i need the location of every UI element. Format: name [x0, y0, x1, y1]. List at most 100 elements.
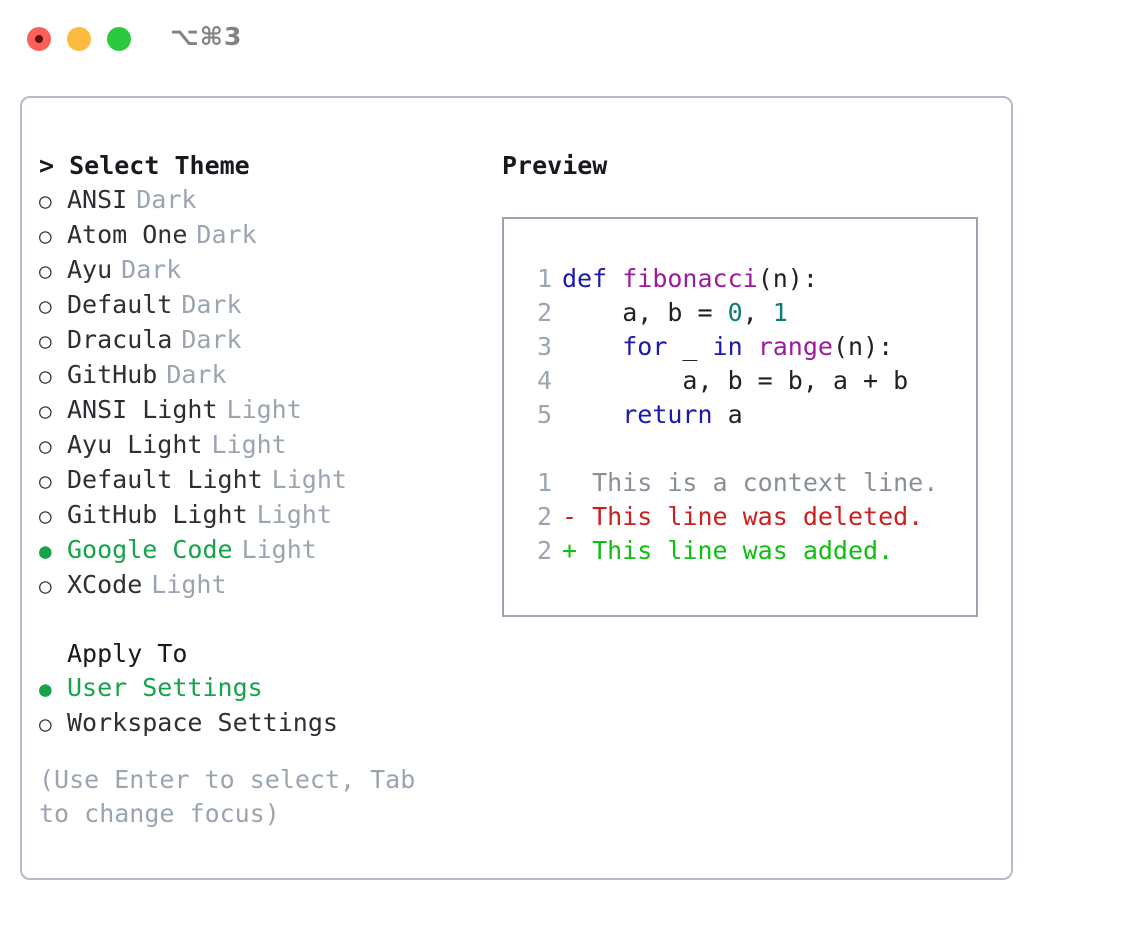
diff-line-text: This line was deleted. — [592, 502, 924, 531]
line-number: 5 — [536, 400, 552, 429]
apply-to-option-workspace-settings[interactable]: ○ Workspace Settings — [39, 706, 479, 741]
preview-title: Preview — [502, 151, 608, 180]
theme-option-label: Default — [67, 290, 173, 319]
theme-option-badge: Light — [211, 430, 287, 459]
theme-option-default-light[interactable]: ○ Default Light Light — [39, 463, 479, 498]
code-line: 2 a, b = 0, 1 — [520, 296, 976, 330]
radio-unselected-icon: ○ — [39, 712, 52, 736]
section-spacer — [39, 603, 479, 637]
theme-option-ansi-light[interactable]: ○ ANSI Light Light — [39, 393, 479, 428]
theme-option-badge: Light — [271, 465, 347, 494]
theme-option-badge: Light — [256, 500, 332, 529]
code-line-content: def fibonacci(n): — [562, 262, 818, 296]
code-line-content: a, b = 0, 1 — [562, 296, 788, 330]
radio-unselected-icon: ○ — [39, 294, 52, 318]
code-token-kw: in — [712, 332, 743, 361]
keyboard-shortcut-label: ⌥⌘3 — [170, 22, 243, 51]
code-token-num: 0 — [727, 298, 743, 327]
theme-option-badge: Light — [241, 535, 317, 564]
code-token-pln: _ — [667, 332, 713, 361]
theme-option-badge: Dark — [181, 290, 242, 319]
apply-to-option-label: Workspace Settings — [67, 708, 338, 737]
diff-line-ctx: 1 This is a context line. — [520, 466, 976, 500]
code-line: 3 for _ in range(n): — [520, 330, 976, 364]
theme-option-badge: Light — [226, 395, 302, 424]
maximize-window-button[interactable] — [107, 27, 131, 51]
code-token-num: 1 — [772, 298, 788, 327]
code-token-pln: a, b = b, a + b — [562, 366, 909, 395]
line-number: 2 — [536, 502, 552, 531]
close-window-button[interactable] — [27, 27, 51, 51]
theme-option-badge: Dark — [136, 185, 197, 214]
diff-marker: + — [562, 536, 593, 565]
radio-unselected-icon: ○ — [39, 574, 52, 598]
line-number: 3 — [536, 332, 552, 361]
radio-selected-icon: ● — [39, 539, 52, 563]
code-line: 4 a, b = b, a + b — [520, 364, 976, 398]
diff-line-text: This is a context line. — [592, 468, 939, 497]
code-line: 1 def fibonacci(n): — [520, 262, 976, 296]
apply-to-option-user-settings[interactable]: ● User Settings — [39, 671, 479, 706]
code-token-pln: (n): — [757, 264, 818, 293]
radio-unselected-icon: ○ — [39, 434, 52, 458]
code-token-pln — [743, 332, 758, 361]
line-number: 2 — [536, 536, 552, 565]
line-number: 2 — [536, 298, 552, 327]
code-token-kw: for — [622, 332, 668, 361]
code-token-pln: a, b = — [562, 298, 728, 327]
titlebar: ⌥⌘3 — [0, 0, 1140, 78]
code-token-pln: a — [712, 400, 743, 429]
line-number: 1 — [536, 264, 552, 293]
code-token-kw: def — [562, 264, 623, 293]
code-token-fn: range — [757, 332, 833, 361]
radio-unselected-icon: ○ — [39, 189, 52, 213]
code-token-pln: , — [742, 298, 773, 327]
diff-sample: 1 This is a context line.2- This line wa… — [520, 466, 976, 568]
code-line-content: return a — [562, 398, 743, 432]
radio-selected-icon: ● — [39, 677, 52, 701]
theme-option-label: Atom One — [67, 220, 188, 249]
theme-option-label: Default Light — [67, 465, 263, 494]
apply-to-header: Apply To — [67, 639, 188, 668]
code-line-content: a, b = b, a + b — [562, 364, 908, 398]
apply-to-option-label: User Settings — [67, 673, 263, 702]
diff-line-text: This line was added. — [592, 536, 894, 565]
diff-marker — [562, 466, 592, 500]
radio-unselected-icon: ○ — [39, 504, 52, 528]
radio-unselected-icon: ○ — [39, 399, 52, 423]
theme-option-default[interactable]: ○ Default Dark — [39, 288, 479, 323]
diff-line-del: 2- This line was deleted. — [520, 500, 976, 534]
apply-to-option-list: ● User Settings ○ Workspace Settings — [39, 671, 479, 741]
theme-option-label: GitHub — [67, 360, 158, 389]
code-token-pln — [562, 400, 622, 429]
code-diff-spacer — [520, 432, 976, 466]
minimize-window-button[interactable] — [67, 27, 91, 51]
radio-unselected-icon: ○ — [39, 224, 52, 248]
theme-option-label: ANSI Light — [67, 395, 218, 424]
theme-option-badge: Dark — [121, 255, 182, 284]
theme-option-badge: Dark — [181, 325, 242, 354]
code-token-pln: (n): — [832, 332, 894, 361]
radio-unselected-icon: ○ — [39, 469, 52, 493]
select-theme-header: > Select Theme — [39, 151, 250, 180]
keyboard-hint-text: (Use Enter to select, Tab to change focu… — [39, 765, 416, 828]
code-token-fn: fibonacci — [622, 264, 758, 293]
code-line-content: for _ in range(n): — [562, 330, 893, 364]
radio-unselected-icon: ○ — [39, 364, 52, 388]
diff-line-add: 2 + This line was added. — [520, 534, 976, 568]
